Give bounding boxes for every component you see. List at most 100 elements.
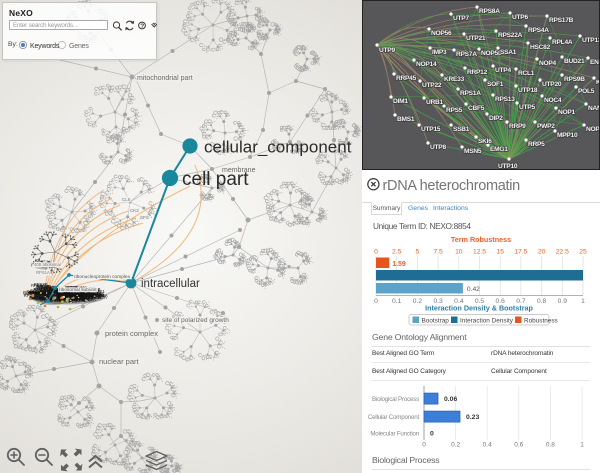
svg-text:RPS13: RPS13 (63, 297, 77, 302)
svg-text:RPL13A: RPL13A (79, 291, 95, 296)
svg-text:UTP21: UTP21 (466, 35, 486, 42)
svg-text:RPS22A: RPS22A (498, 32, 523, 39)
svg-text:RPS26A: RPS26A (76, 292, 93, 297)
svg-text:RPL25: RPL25 (48, 298, 62, 303)
svg-text:RRP1: RRP1 (83, 294, 95, 299)
svg-text:RPS6A: RPS6A (59, 296, 73, 301)
svg-text:intracellular: intracellular (141, 278, 200, 290)
svg-text:RPL13A: RPL13A (72, 293, 88, 298)
svg-text:UTP22: UTP22 (422, 82, 442, 89)
svg-text:RLP7: RLP7 (57, 287, 68, 292)
svg-text:RPS6A: RPS6A (70, 297, 84, 302)
svg-text:MAK16: MAK16 (58, 296, 73, 301)
svg-text:URB1: URB1 (426, 99, 444, 106)
svg-text:RPS8A: RPS8A (479, 8, 500, 15)
svg-text:RPL30: RPL30 (86, 289, 100, 294)
svg-text:10: 10 (455, 249, 463, 256)
svg-text:RPS4B: RPS4B (42, 264, 56, 269)
svg-text:RPS11B: RPS11B (54, 291, 70, 296)
svg-text:RPL18B: RPL18B (78, 291, 94, 296)
svg-text:RRP1: RRP1 (31, 263, 43, 268)
svg-text:RPL37A: RPL37A (66, 285, 82, 290)
svg-text:MSN5: MSN5 (464, 148, 482, 155)
svg-text:RPS6A: RPS6A (31, 283, 45, 288)
svg-text:cell part: cell part (182, 169, 249, 190)
svg-text:RPL9A: RPL9A (41, 287, 55, 292)
svg-text:site of polarized growth: site of polarized growth (162, 317, 229, 324)
svg-text:0.6: 0.6 (496, 298, 506, 305)
svg-text:7.5: 7.5 (433, 249, 443, 256)
svg-text:RPS7A: RPS7A (456, 51, 477, 58)
svg-text:NOP14: NOP14 (416, 61, 437, 68)
svg-text:CBF5: CBF5 (468, 105, 485, 112)
svg-text:RPL16A: RPL16A (64, 289, 80, 294)
svg-text:RRP9: RRP9 (509, 123, 526, 130)
svg-text:RRP12: RRP12 (467, 69, 488, 76)
svg-text:NSA2: NSA2 (33, 260, 45, 265)
svg-text:MAK16: MAK16 (31, 290, 46, 295)
svg-text:0.8: 0.8 (546, 442, 555, 449)
svg-text:ribosomal subunit: ribosomal subunit (59, 287, 97, 293)
svg-text:RPL26B: RPL26B (85, 293, 101, 298)
svg-text:protein complex: protein complex (105, 329, 158, 338)
svg-text:RPS2: RPS2 (68, 293, 80, 298)
svg-text:UTP4: UTP4 (495, 67, 511, 74)
svg-text:RCL1: RCL1 (518, 70, 535, 77)
svg-text:RPS18A: RPS18A (58, 296, 75, 301)
svg-text:NOP15: NOP15 (52, 295, 67, 300)
svg-text:RPS4B: RPS4B (25, 291, 39, 296)
svg-text:2.5: 2.5 (392, 249, 402, 256)
svg-text:BMS1: BMS1 (397, 116, 415, 123)
svg-text:SFS: SFS (140, 215, 149, 220)
svg-text:RPS18A: RPS18A (56, 289, 73, 294)
svg-text:KRE: KRE (596, 79, 600, 86)
svg-text:MAK16: MAK16 (32, 295, 47, 300)
svg-text:UTP10: UTP10 (498, 163, 518, 170)
svg-text:RLP7: RLP7 (44, 293, 55, 298)
svg-text:RPL25: RPL25 (30, 289, 44, 294)
svg-text:RPL37A: RPL37A (41, 296, 57, 301)
svg-text:EBP2: EBP2 (73, 286, 85, 291)
svg-text:RPS18A: RPS18A (23, 291, 40, 296)
svg-text:SKI6: SKI6 (478, 138, 492, 145)
svg-text:20: 20 (538, 249, 546, 256)
svg-text:RPL6B: RPL6B (27, 289, 41, 294)
svg-text:RPL35B: RPL35B (41, 289, 57, 294)
svg-text:5: 5 (416, 249, 420, 256)
svg-text:RPF2: RPF2 (36, 292, 48, 297)
svg-text:NAN1: NAN1 (588, 105, 600, 112)
svg-text:RPS28A: RPS28A (65, 285, 82, 290)
svg-text:UTP9: UTP9 (379, 47, 395, 54)
svg-text:1: 1 (581, 298, 585, 305)
svg-text:Bootstrap: Bootstrap (422, 318, 450, 325)
svg-text:RPL16A: RPL16A (68, 294, 84, 299)
svg-text:UTP18: UTP18 (518, 87, 538, 94)
svg-text:RRP1: RRP1 (62, 292, 74, 297)
svg-text:RPL6B: RPL6B (57, 293, 71, 298)
svg-text:RPS26A: RPS26A (29, 296, 46, 301)
svg-text:NOP1: NOP1 (558, 109, 576, 116)
svg-text:mitochondrial part: mitochondrial part (137, 75, 193, 82)
svg-text:RPS22B: RPS22B (84, 287, 101, 292)
svg-text:NSA2: NSA2 (82, 296, 94, 301)
svg-text:RPL9A: RPL9A (79, 294, 93, 299)
svg-text:NSA2: NSA2 (30, 295, 42, 300)
svg-text:RPS13: RPS13 (74, 291, 88, 296)
svg-text:17.5: 17.5 (514, 249, 527, 256)
svg-text:0.06: 0.06 (444, 396, 457, 403)
svg-text:RPL8A: RPL8A (66, 299, 80, 304)
svg-text:RPL35B: RPL35B (56, 289, 72, 294)
svg-text:0.42: 0.42 (467, 286, 480, 293)
svg-text:UTP5: UTP5 (519, 104, 535, 111)
svg-text:RPS6A: RPS6A (29, 295, 43, 300)
svg-text:Cellular Component: Cellular Component (368, 414, 420, 421)
svg-text:RPL17B: RPL17B (61, 287, 77, 292)
svg-text:SOF1: SOF1 (487, 81, 504, 88)
svg-text:RPS16B: RPS16B (70, 289, 87, 294)
svg-text:RPS8B: RPS8B (34, 282, 48, 287)
svg-text:RPL23A: RPL23A (53, 294, 69, 299)
svg-text:NOP12: NOP12 (75, 293, 90, 298)
svg-text:RPL11B: RPL11B (69, 296, 85, 301)
svg-text:RPL8A: RPL8A (33, 296, 47, 301)
svg-text:0.23: 0.23 (466, 414, 479, 421)
